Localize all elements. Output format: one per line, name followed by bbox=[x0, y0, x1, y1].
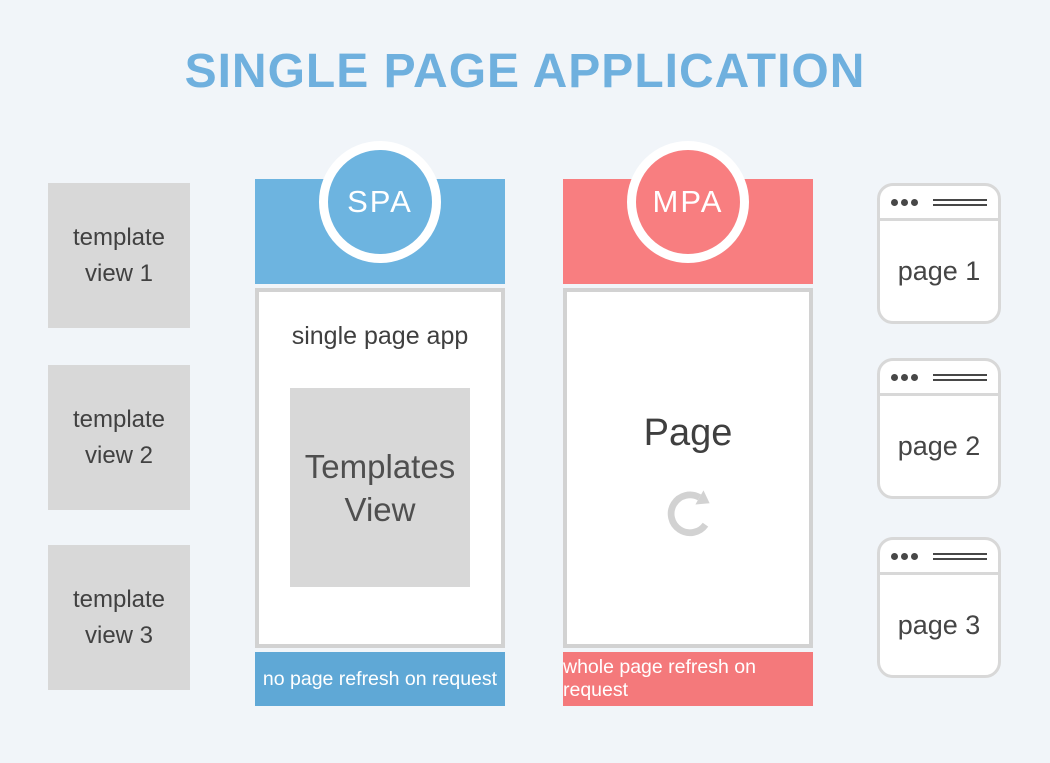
mpa-badge-label: MPA bbox=[652, 184, 724, 219]
dot-icon bbox=[891, 198, 898, 206]
spa-content-box: single page app Templates View bbox=[255, 288, 505, 648]
browser-window-page-1: page 1 bbox=[877, 183, 1001, 324]
address-bar-icon bbox=[933, 373, 987, 381]
browser-page-label: page 1 bbox=[897, 255, 981, 286]
dot-icon bbox=[911, 373, 918, 381]
browser-chrome bbox=[880, 186, 998, 221]
spa-column: SPA single page app Templates View no pa… bbox=[255, 0, 505, 763]
browser-dots-icon bbox=[891, 373, 918, 381]
refresh-icon bbox=[667, 490, 710, 537]
dot-icon bbox=[901, 373, 908, 381]
templates-view-box: Templates View bbox=[290, 388, 470, 587]
mpa-page-label: Page bbox=[643, 412, 733, 454]
spa-footer-band: no page refresh on request bbox=[255, 652, 505, 706]
template-view-2-label: template view 2 bbox=[72, 405, 166, 469]
mpa-column: MPA Page whole page refresh on request bbox=[563, 0, 813, 763]
browser-page-label: page 2 bbox=[897, 430, 981, 461]
dot-icon bbox=[891, 552, 898, 560]
template-view-3-label: template view 3 bbox=[72, 585, 166, 649]
mpa-footer-band: whole page refresh on request bbox=[563, 652, 813, 706]
spa-badge: SPA bbox=[319, 141, 441, 263]
browser-chrome bbox=[880, 361, 998, 396]
template-view-1-label: template view 1 bbox=[72, 223, 166, 287]
mpa-content-box: Page bbox=[563, 288, 813, 648]
browser-window-page-3: page 3 bbox=[877, 537, 1001, 678]
dot-icon bbox=[901, 552, 908, 560]
address-bar-icon bbox=[933, 198, 987, 206]
browser-window-page-2: page 2 bbox=[877, 358, 1001, 499]
dot-icon bbox=[911, 552, 918, 560]
spa-badge-label: SPA bbox=[347, 184, 413, 219]
address-bar-icon bbox=[933, 552, 987, 560]
dot-icon bbox=[911, 198, 918, 206]
template-view-1-box: template view 1 bbox=[48, 183, 190, 328]
template-view-2-box: template view 2 bbox=[48, 365, 190, 510]
dot-icon bbox=[891, 373, 898, 381]
template-view-3-box: template view 3 bbox=[48, 545, 190, 690]
dot-icon bbox=[901, 198, 908, 206]
browser-page-label: page 3 bbox=[897, 609, 981, 640]
mpa-badge: MPA bbox=[627, 141, 749, 263]
spa-content-title: single page app bbox=[291, 322, 469, 350]
page-title: SINGLE PAGE APPLICATION bbox=[184, 45, 866, 98]
browser-chrome bbox=[880, 540, 998, 575]
browser-dots-icon bbox=[891, 198, 918, 206]
browser-dots-icon bbox=[891, 552, 918, 560]
templates-view-label: Templates View bbox=[304, 447, 456, 528]
